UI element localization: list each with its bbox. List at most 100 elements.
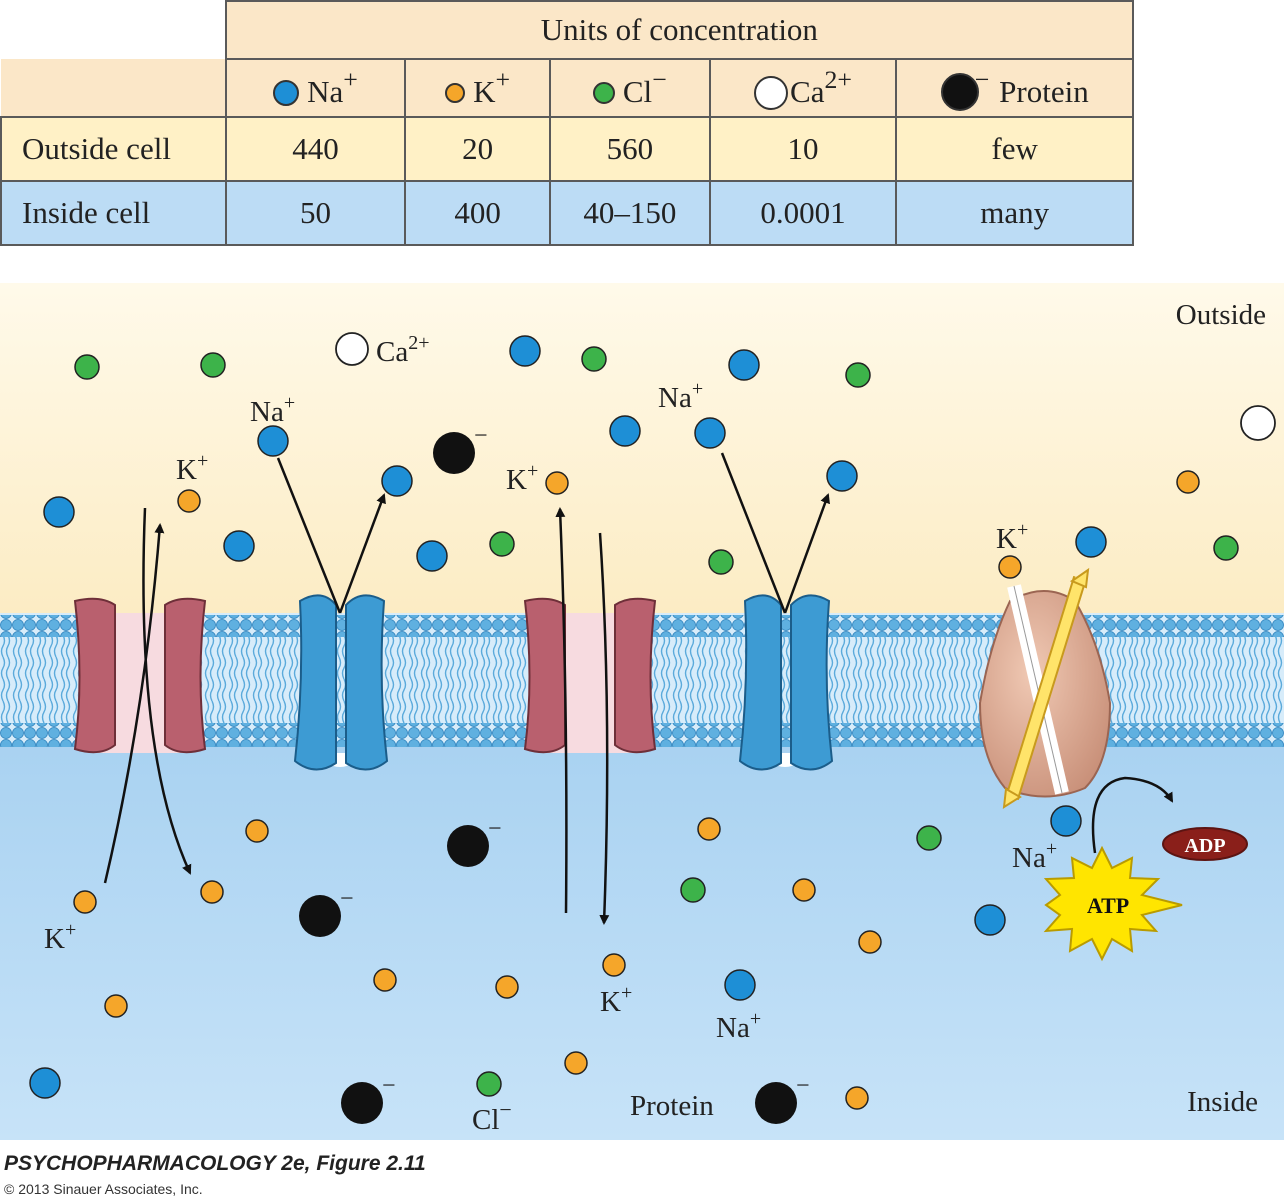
row-label: Inside cell bbox=[0, 180, 227, 246]
na-channel-arrow-up bbox=[338, 493, 386, 614]
adp-label: ADP bbox=[1184, 835, 1225, 857]
ion-symbol: Cl bbox=[622, 74, 653, 110]
k-ion bbox=[104, 994, 128, 1018]
flux-arrows bbox=[103, 452, 1174, 925]
ions-layer bbox=[29, 332, 1276, 1124]
k-ion bbox=[73, 890, 97, 914]
table-cell: 40–150 bbox=[548, 180, 711, 246]
ion-header-cl: Cl− bbox=[548, 58, 711, 118]
na-ion bbox=[257, 425, 289, 457]
na-label: Na+ bbox=[716, 1008, 761, 1044]
ca-charge: 2+ bbox=[408, 332, 429, 354]
cl-label: Cl− bbox=[472, 1097, 512, 1136]
na-ion bbox=[826, 460, 858, 492]
cl-charge: − bbox=[499, 1097, 511, 1122]
na-channel bbox=[738, 594, 834, 771]
concentration-table: Units of concentration Na+ K+ Cl− Ca2+ −… bbox=[0, 0, 1135, 246]
inside-label: Inside bbox=[1187, 1086, 1258, 1118]
protein-charge: − bbox=[796, 1073, 810, 1099]
na-channel bbox=[293, 594, 389, 771]
k-label: K+ bbox=[996, 519, 1028, 555]
na-ion bbox=[1075, 526, 1107, 558]
table-cell: 440 bbox=[224, 116, 407, 182]
na-ion bbox=[509, 335, 541, 367]
cl-ion bbox=[74, 354, 100, 380]
table-row-outside: Outside cell 440 20 560 10 few bbox=[0, 116, 1134, 182]
protein-charge: − bbox=[488, 816, 502, 842]
na-charge: + bbox=[1046, 838, 1057, 860]
adp-oval bbox=[1162, 827, 1248, 861]
ion-charge: 2+ bbox=[824, 65, 852, 95]
cl-ion bbox=[489, 531, 515, 557]
cl-ion bbox=[1213, 535, 1239, 561]
na-ion bbox=[609, 415, 641, 447]
copyright-notice: © 2013 Sinauer Associates, Inc. bbox=[4, 1181, 203, 1197]
k-ion bbox=[792, 878, 816, 902]
ion-charge: + bbox=[495, 65, 511, 95]
ion-symbol: Protein bbox=[999, 74, 1089, 110]
outside-region bbox=[0, 283, 1284, 613]
table-cell: few bbox=[895, 116, 1134, 182]
k-ion bbox=[858, 930, 882, 954]
ca-symbol: Ca bbox=[376, 336, 408, 368]
ca-ion bbox=[1240, 405, 1276, 441]
k-ion bbox=[495, 975, 519, 999]
ion-header-protein: −Protein bbox=[895, 58, 1134, 118]
na-ion bbox=[29, 1067, 61, 1099]
k-label: K+ bbox=[506, 460, 538, 496]
row-label: Outside cell bbox=[0, 116, 227, 182]
table-title: Units of concentration bbox=[224, 0, 1135, 60]
table-cell: many bbox=[895, 180, 1134, 246]
k-symbol: K bbox=[506, 464, 527, 496]
atp-adp: ATP ADP bbox=[1043, 827, 1248, 962]
ion-symbol: Na bbox=[307, 74, 344, 110]
k-charge: + bbox=[527, 460, 538, 482]
protein-anion bbox=[755, 1082, 797, 1124]
ion-header-na: Na+ bbox=[224, 58, 407, 118]
na-channel-arrow-down bbox=[720, 452, 787, 614]
na-charge: + bbox=[692, 378, 703, 400]
k-symbol: K bbox=[600, 986, 621, 1018]
ion-header-ca: Ca2+ bbox=[708, 58, 898, 118]
na-ion bbox=[381, 465, 413, 497]
k-charge: + bbox=[1017, 519, 1028, 541]
k-ion bbox=[564, 1051, 588, 1075]
protein-anion bbox=[299, 895, 341, 937]
k-ion bbox=[998, 555, 1022, 579]
outside-label: Outside bbox=[1176, 299, 1266, 331]
cl-ion bbox=[581, 346, 607, 372]
na-charge: + bbox=[750, 1008, 761, 1030]
k-ion bbox=[845, 1086, 869, 1110]
na-ion bbox=[416, 540, 448, 572]
na-ion bbox=[43, 496, 75, 528]
ca-ion bbox=[335, 332, 369, 366]
na-label: Na+ bbox=[250, 392, 295, 428]
k-ion bbox=[177, 489, 201, 513]
na-ion bbox=[223, 530, 255, 562]
k-influx-arrow bbox=[598, 532, 610, 925]
k-symbol: K bbox=[44, 923, 65, 955]
ca-label: Ca2+ bbox=[376, 332, 430, 368]
na-ion bbox=[724, 969, 756, 1001]
na-label: Na+ bbox=[1012, 838, 1057, 874]
protein-charge: − bbox=[340, 886, 354, 912]
table-cell: 20 bbox=[404, 116, 551, 182]
protein-label: Protein bbox=[630, 1090, 714, 1122]
table-cell: 50 bbox=[224, 180, 407, 246]
na-ion bbox=[728, 349, 760, 381]
table-cell: 560 bbox=[548, 116, 711, 182]
ion-symbol: Ca bbox=[790, 74, 825, 110]
cl-ion bbox=[680, 877, 706, 903]
table-cell: 0.0001 bbox=[708, 180, 898, 246]
k-ion bbox=[245, 819, 269, 843]
figure-caption: PSYCHOPHARMACOLOGY 2e, Figure 2.11 bbox=[4, 1152, 426, 1175]
cl-ion bbox=[200, 352, 226, 378]
cl-ion bbox=[916, 825, 942, 851]
diagram-labels: Outside Inside Ca2+ Na+ Na+ Na+ Na+ K+ K… bbox=[44, 299, 1266, 1136]
cl-symbol: Cl bbox=[472, 1104, 499, 1136]
na-label: Na+ bbox=[658, 378, 703, 414]
k-efflux-arrow bbox=[103, 523, 165, 884]
k-influx-arrow bbox=[142, 507, 192, 875]
cl-ion bbox=[708, 549, 734, 575]
na-charge: + bbox=[284, 392, 295, 414]
